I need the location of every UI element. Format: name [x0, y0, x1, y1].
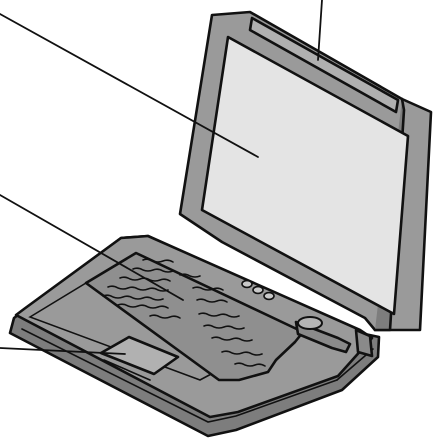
hinge-roll: [298, 317, 322, 329]
button-3: [264, 293, 274, 300]
button-2: [253, 287, 263, 294]
button-1: [242, 281, 252, 288]
